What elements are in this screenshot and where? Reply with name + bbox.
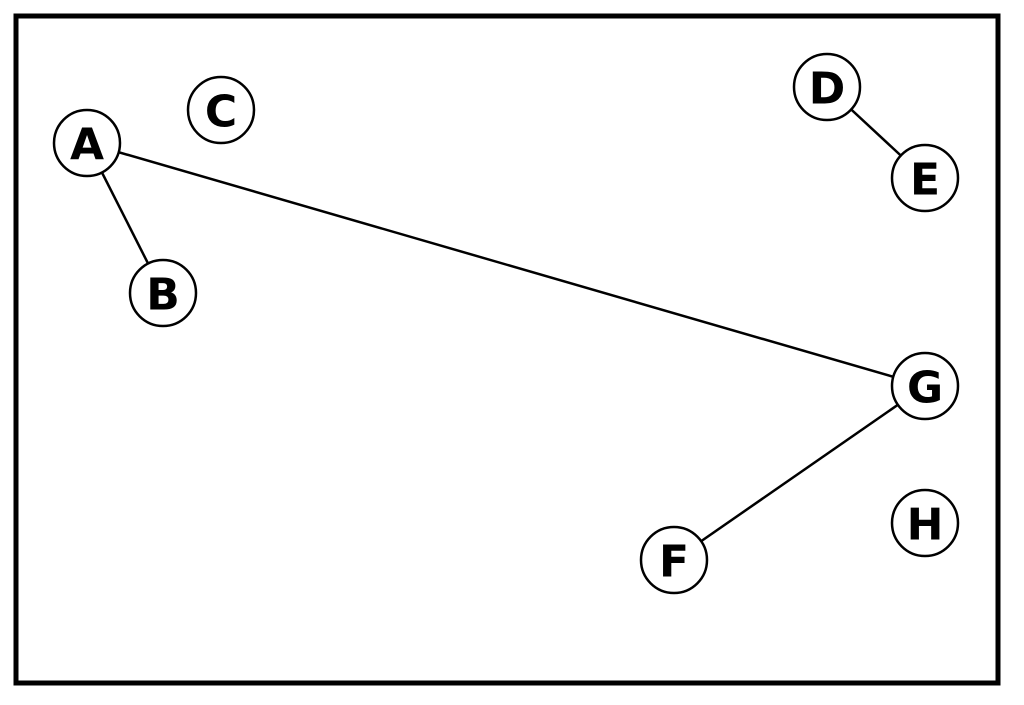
- edge-f-g: [673, 384, 926, 562]
- node-h-circle: [890, 488, 960, 558]
- node-e: E: [890, 143, 960, 213]
- node-b: B: [128, 258, 198, 328]
- node-d: D: [792, 52, 862, 122]
- node-a-label: A: [70, 120, 104, 171]
- node-b-label: B: [146, 270, 180, 321]
- node-c-circle: [186, 75, 256, 145]
- node-a: A: [52, 108, 122, 178]
- node-f-label: F: [659, 537, 689, 588]
- node-d-label: D: [809, 64, 846, 115]
- node-b-circle: [128, 258, 198, 328]
- edge-a-g: [86, 141, 926, 388]
- node-c-label: C: [205, 87, 237, 138]
- node-d-circle: [792, 52, 862, 122]
- node-e-circle: [890, 143, 960, 213]
- diagram-frame: [13, 13, 1001, 686]
- node-h: H: [890, 488, 960, 558]
- node-h-label: H: [907, 500, 944, 551]
- node-f-circle: [639, 525, 709, 595]
- node-g-circle: [890, 351, 960, 421]
- node-g: G: [890, 351, 960, 421]
- node-a-circle: [52, 108, 122, 178]
- nodes-layer: A B C D E F G H: [52, 52, 960, 595]
- node-g-label: G: [907, 363, 943, 414]
- node-e-label: E: [910, 155, 940, 206]
- node-c: C: [186, 75, 256, 145]
- node-f: F: [639, 525, 709, 595]
